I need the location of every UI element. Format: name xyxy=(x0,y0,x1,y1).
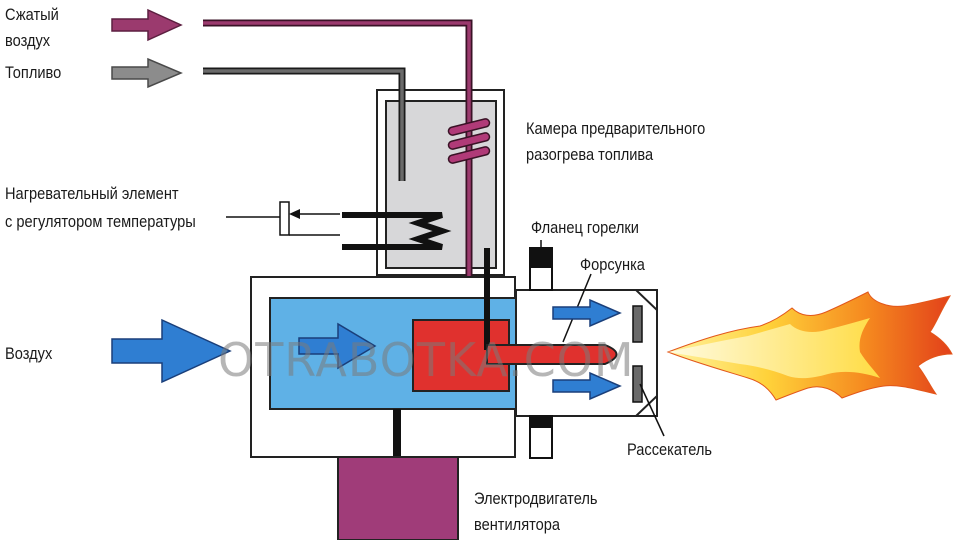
diffuser-leader xyxy=(639,383,665,437)
fan-motor xyxy=(337,456,459,540)
preheat-chamber-label-line1: Камера предварительного xyxy=(526,119,706,138)
diffuser xyxy=(632,305,643,403)
compressed-air-line-core xyxy=(203,21,471,318)
compressed-air-label-line2: воздух xyxy=(5,31,51,50)
temperature-regulator xyxy=(279,201,290,236)
diffuser-label: Рассекатель xyxy=(627,440,713,459)
air-flow-arrow xyxy=(298,322,377,370)
heater-label-line2: с регулятором температуры xyxy=(5,212,196,231)
heater-element xyxy=(342,212,452,250)
air-outlet-arrow-bottom xyxy=(552,371,622,401)
fuel-arrow xyxy=(111,57,183,89)
preheat-coil xyxy=(447,118,491,164)
heater-pointer-arrowhead xyxy=(289,209,300,219)
fan-motor-label-line2: вентилятора xyxy=(474,515,561,534)
air-inlet-arrow xyxy=(111,318,232,384)
compressed-air-label-line1: Сжатый xyxy=(5,5,59,24)
compressed-air-arrow xyxy=(111,8,183,42)
burner-flange-label: Фланец горелки xyxy=(531,218,639,237)
heater-label-line1: Нагревательный элемент xyxy=(5,184,179,203)
air-outlet-arrow-top xyxy=(552,298,622,328)
flame-core xyxy=(668,318,880,379)
fuel-line xyxy=(203,67,406,181)
preheat-chamber-label-line2: разогрева топлива xyxy=(526,145,654,164)
air-label: Воздух xyxy=(5,344,53,363)
nozzle-label: Форсунка xyxy=(580,255,645,274)
burner-flange xyxy=(529,247,553,459)
fuel-line-core xyxy=(203,69,404,181)
fuel-label: Топливо xyxy=(5,63,62,82)
nozzle xyxy=(486,344,618,365)
watermark: OTRABOTKA.COM xyxy=(218,333,635,387)
fan-motor-label-line1: Электродвигатель xyxy=(474,489,598,508)
